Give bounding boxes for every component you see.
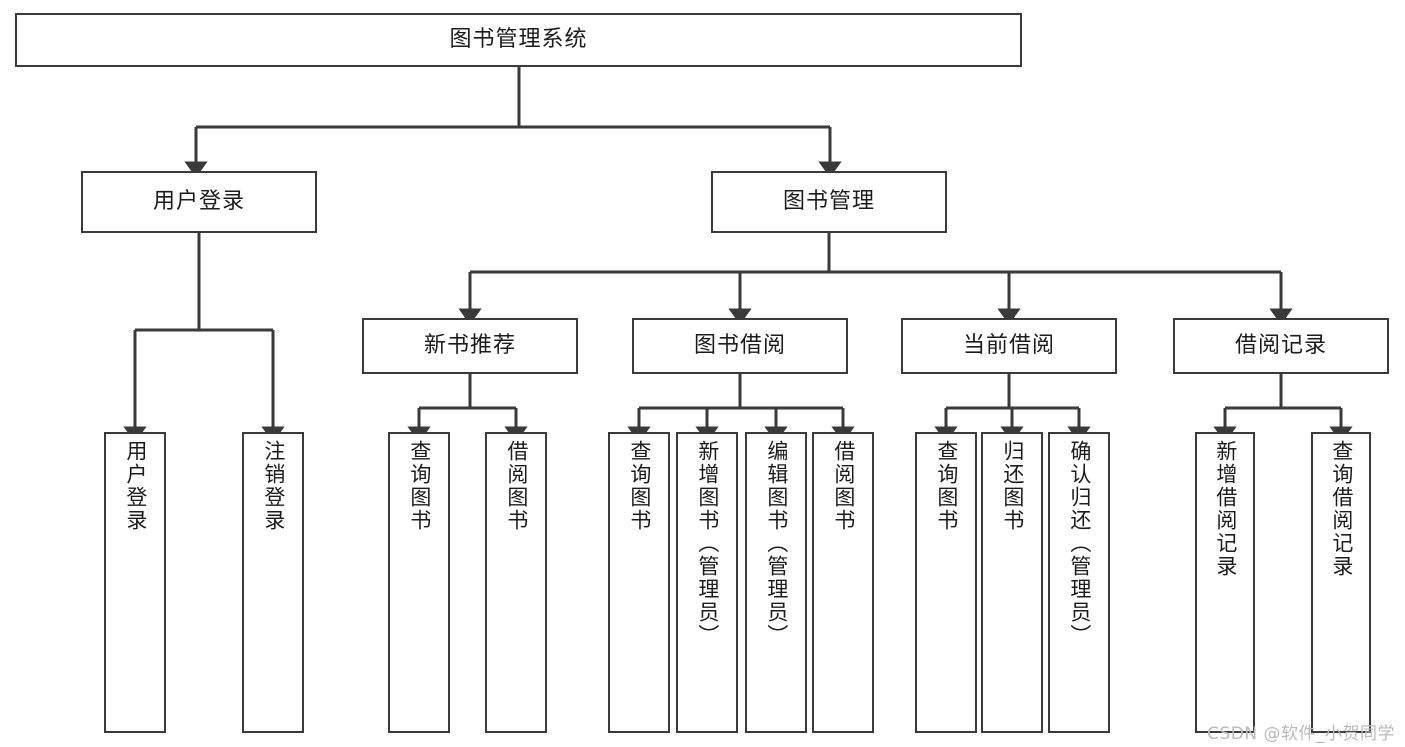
node-leaf-confirm-return[interactable]: 确认归还（管理员） xyxy=(1048,432,1110,733)
node-leaf-edit-book[interactable]: 编辑图书（管理员） xyxy=(745,432,807,733)
node-borrow-record[interactable]: 借阅记录 xyxy=(1173,318,1389,374)
node-label: 查询图书 xyxy=(627,440,652,532)
node-leaf-query-record[interactable]: 查询借阅记录 xyxy=(1311,432,1371,733)
node-label: 新增借阅记录 xyxy=(1213,440,1238,578)
csdn-watermark: CSDN @软件_小贺同学 xyxy=(1207,724,1395,744)
node-label: 图书管理系统 xyxy=(449,26,588,52)
node-leaf-query-book-3[interactable]: 查询图书 xyxy=(915,432,977,733)
node-label: 编辑图书（管理员） xyxy=(764,440,789,647)
node-label: 图书管理 xyxy=(782,188,875,214)
node-new-book-recommend[interactable]: 新书推荐 xyxy=(362,318,578,374)
node-label: 新增图书（管理员） xyxy=(695,440,720,647)
node-label: 用户登录 xyxy=(152,188,245,214)
node-label: 归还图书 xyxy=(1000,440,1025,532)
node-leaf-logout-login[interactable]: 注销登录 xyxy=(242,432,304,733)
node-book-management[interactable]: 图书管理 xyxy=(711,171,947,233)
node-label: 查询图书 xyxy=(407,440,432,532)
node-leaf-add-book[interactable]: 新增图书（管理员） xyxy=(676,432,738,733)
node-leaf-query-book-2[interactable]: 查询图书 xyxy=(608,432,670,733)
node-label: 借阅图书 xyxy=(831,440,856,532)
node-user-login[interactable]: 用户登录 xyxy=(81,171,317,233)
node-leaf-borrow-book-1[interactable]: 借阅图书 xyxy=(485,432,547,733)
node-leaf-user-login[interactable]: 用户登录 xyxy=(104,432,166,733)
node-label: 当前借阅 xyxy=(962,332,1055,358)
node-label: 图书借阅 xyxy=(693,332,786,358)
node-label: 新书推荐 xyxy=(423,332,516,358)
node-root-book-management-system[interactable]: 图书管理系统 xyxy=(15,13,1022,67)
node-label: 借阅记录 xyxy=(1234,332,1327,358)
node-current-borrow[interactable]: 当前借阅 xyxy=(901,318,1117,374)
node-leaf-query-book-1[interactable]: 查询图书 xyxy=(388,432,450,733)
node-label: 确认归还（管理员） xyxy=(1067,440,1092,647)
node-leaf-return-book[interactable]: 归还图书 xyxy=(981,432,1043,733)
node-label: 注销登录 xyxy=(261,440,286,532)
node-label: 借阅图书 xyxy=(504,440,529,532)
node-book-borrow[interactable]: 图书借阅 xyxy=(632,318,848,374)
node-label: 查询借阅记录 xyxy=(1329,440,1354,578)
node-leaf-borrow-book-2[interactable]: 借阅图书 xyxy=(812,432,874,733)
node-label: 查询图书 xyxy=(934,440,959,532)
node-leaf-add-record[interactable]: 新增借阅记录 xyxy=(1195,432,1255,733)
node-label: 用户登录 xyxy=(123,440,148,532)
